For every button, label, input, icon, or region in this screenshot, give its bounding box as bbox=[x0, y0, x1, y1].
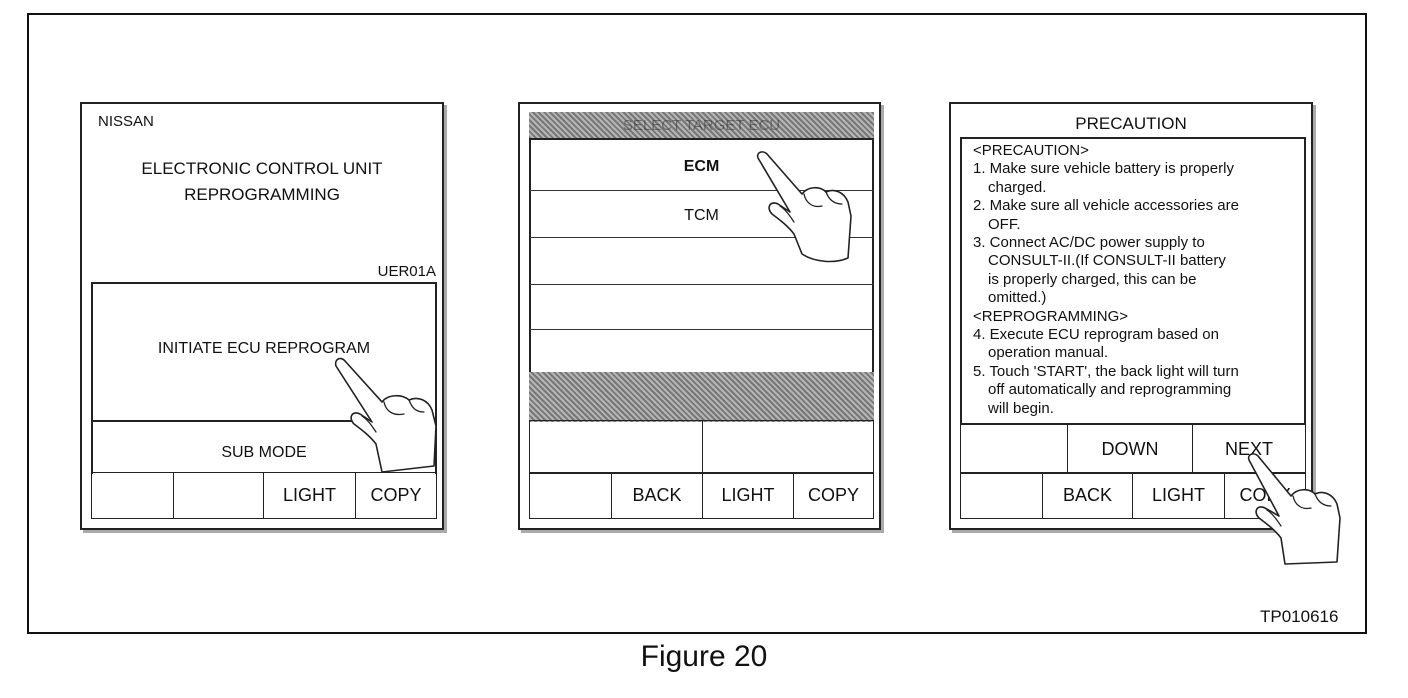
precaution-text: <PRECAUTION> 1. Make sure vehicle batter… bbox=[973, 142, 1239, 418]
list-divider bbox=[529, 237, 874, 238]
precaution-line: <REPROGRAMMING> bbox=[973, 307, 1129, 325]
screen-select-target-ecu: SELECT TARGET ECU ECM TCM BACK LIGHT COP… bbox=[518, 102, 881, 530]
precaution-line: OFF. bbox=[988, 215, 1021, 233]
down-label: DOWN bbox=[1101, 438, 1159, 459]
soft-key-2[interactable] bbox=[173, 472, 264, 519]
list-divider bbox=[529, 284, 874, 285]
next-button[interactable]: NEXT bbox=[1192, 424, 1306, 474]
figure-caption: Figure 20 bbox=[640, 640, 768, 673]
screen-code: UER01A bbox=[377, 263, 436, 280]
precaution-line: operation manual. bbox=[988, 344, 1109, 362]
precaution-line: <PRECAUTION> bbox=[973, 142, 1089, 159]
blank-key-right[interactable] bbox=[702, 420, 874, 474]
pointing-hand-icon bbox=[1247, 453, 1341, 565]
precaution-line: off automatically and reprogramming bbox=[988, 381, 1232, 399]
ecu-list-item-ecm[interactable]: ECM bbox=[529, 140, 874, 190]
precaution-line: 4. Execute ECU reprogram based on bbox=[973, 326, 1219, 344]
figure-frame bbox=[27, 13, 1367, 634]
brand-label: NISSAN bbox=[98, 113, 154, 130]
list-divider bbox=[529, 190, 874, 191]
copy-label: COPY bbox=[370, 485, 422, 505]
back-label: BACK bbox=[632, 485, 682, 505]
next-label: NEXT bbox=[1224, 438, 1273, 459]
ecu-list-item-empty[interactable] bbox=[529, 330, 874, 374]
light-button[interactable]: LIGHT bbox=[263, 472, 356, 519]
precaution-line: is properly charged, this can be bbox=[988, 270, 1197, 288]
light-button[interactable]: LIGHT bbox=[1132, 472, 1225, 519]
precaution-header: PRECAUTION bbox=[1075, 114, 1187, 133]
back-button[interactable]: BACK bbox=[1042, 472, 1133, 519]
screen-ecu-reprogramming: NISSAN ELECTRONIC CONTROL UNIT REPROGRAM… bbox=[80, 102, 444, 530]
down-button[interactable]: DOWN bbox=[1067, 424, 1193, 474]
copy-label: COPY bbox=[807, 485, 859, 505]
light-label: LIGHT bbox=[1151, 485, 1205, 505]
header-label: SELECT TARGET ECU bbox=[622, 116, 781, 134]
title-line-2: REPROGRAMMING bbox=[184, 185, 340, 204]
blank-key[interactable] bbox=[960, 424, 1068, 474]
list-divider bbox=[529, 329, 874, 330]
sub-mode-button[interactable]: SUB MODE bbox=[91, 420, 437, 474]
soft-key-1[interactable] bbox=[960, 472, 1043, 519]
light-label: LIGHT bbox=[721, 485, 775, 505]
ecu-list-item-empty[interactable] bbox=[529, 285, 874, 329]
copy-button[interactable]: COPY bbox=[355, 472, 437, 519]
precaution-line: 5. Touch 'START', the back light will tu… bbox=[973, 362, 1239, 380]
screen-precaution: PRECAUTION <PRECAUTION> 1. Make sure veh… bbox=[949, 102, 1341, 565]
precaution-line: will begin. bbox=[988, 399, 1054, 417]
soft-key-1[interactable] bbox=[91, 472, 174, 519]
soft-key-1[interactable] bbox=[529, 472, 612, 519]
sub-mode-label: SUB MODE bbox=[221, 444, 307, 461]
ecm-label: ECM bbox=[683, 158, 720, 175]
back-button[interactable]: BACK bbox=[611, 472, 703, 519]
precaution-line: 2. Make sure all vehicle accessories are bbox=[973, 197, 1239, 215]
blank-key-left[interactable] bbox=[529, 420, 703, 474]
hatched-bar bbox=[529, 372, 874, 422]
figure-code: TP010616 bbox=[1260, 607, 1339, 626]
back-label: BACK bbox=[1062, 485, 1113, 505]
copy-button[interactable]: COPY bbox=[793, 472, 874, 519]
precaution-line: omitted.) bbox=[988, 289, 1047, 307]
light-button[interactable]: LIGHT bbox=[702, 472, 794, 519]
select-target-ecu-header: SELECT TARGET ECU bbox=[529, 112, 874, 138]
precaution-line: 3. Connect AC/DC power supply to bbox=[973, 234, 1205, 252]
precaution-text-box: <PRECAUTION> 1. Make sure vehicle batter… bbox=[960, 137, 1306, 425]
precaution-line: CONSULT-II.(If CONSULT-II battery bbox=[988, 252, 1226, 270]
precaution-line: 1. Make sure vehicle battery is properly bbox=[973, 160, 1234, 178]
title-line-1: ELECTRONIC CONTROL UNIT bbox=[141, 159, 383, 178]
ecu-list-item-tcm[interactable]: TCM bbox=[529, 191, 874, 237]
light-label: LIGHT bbox=[282, 485, 336, 505]
pointing-hand-icon bbox=[334, 357, 437, 473]
precaution-line: charged. bbox=[988, 178, 1047, 196]
pointing-hand-icon bbox=[756, 151, 852, 263]
tcm-label: TCM bbox=[684, 207, 719, 224]
initiate-label: INITIATE ECU REPROGRAM bbox=[157, 340, 371, 357]
